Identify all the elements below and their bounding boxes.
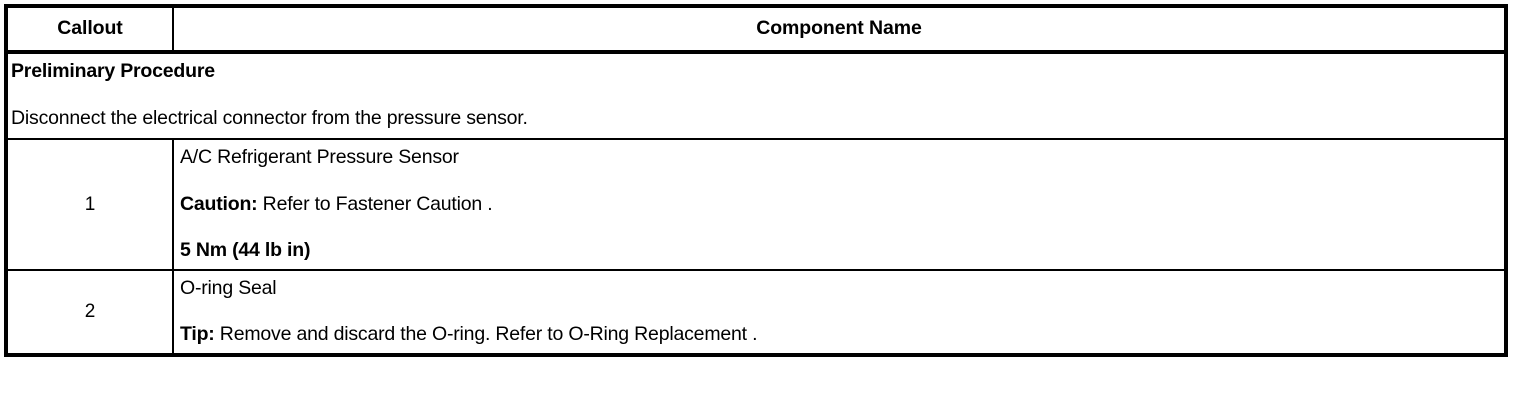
preliminary-procedure-text: Disconnect the electrical connector from… [11, 106, 528, 129]
preliminary-procedure-title: Preliminary Procedure [11, 60, 215, 82]
callout-number: 1 [6, 139, 174, 271]
component-name-cell: O-ring Seal Tip: Remove and discard the … [173, 270, 1506, 355]
preliminary-procedure-row: Preliminary Procedure Disconnect the ele… [6, 52, 1506, 140]
callout-number: 2 [6, 269, 174, 355]
component-line-bold: Tip: [180, 323, 215, 345]
table-row: 2 O-ring Seal Tip: Remove and discard th… [6, 269, 1506, 355]
component-name-cell: A/C Refrigerant Pressure Sensor Caution:… [173, 139, 1506, 271]
column-header-callout: Callout [6, 6, 174, 54]
component-line-bold: Caution: [180, 192, 258, 215]
component-line-text: O-ring Seal [180, 276, 277, 299]
preliminary-procedure-cell: Preliminary Procedure Disconnect the ele… [6, 52, 1506, 140]
service-table-container: Callout Component Name Preliminary Proce… [4, 4, 1508, 394]
column-header-component-name: Component Name [173, 6, 1506, 54]
table-header-row: Callout Component Name [6, 6, 1506, 54]
component-line-text: Refer to Fastener Caution . [257, 192, 493, 215]
component-line-text: Remove and discard the O-ring. Refer to … [214, 323, 758, 345]
component-line-text: A/C Refrigerant Pressure Sensor [180, 146, 459, 168]
component-line: Caution: Refer to Fastener Caution . [180, 192, 1504, 215]
component-callout-table: Callout Component Name Preliminary Proce… [4, 4, 1508, 357]
table-row: 1 A/C Refrigerant Pressure Sensor Cautio… [6, 139, 1506, 271]
component-line: O-ring Seal [180, 276, 1504, 299]
component-line: Tip: Remove and discard the O-ring. Refe… [180, 323, 1504, 345]
component-line: A/C Refrigerant Pressure Sensor [180, 146, 1504, 168]
component-line-bold: 5 Nm (44 lb in) [180, 239, 311, 261]
component-line: 5 Nm (44 lb in) [180, 239, 1504, 261]
